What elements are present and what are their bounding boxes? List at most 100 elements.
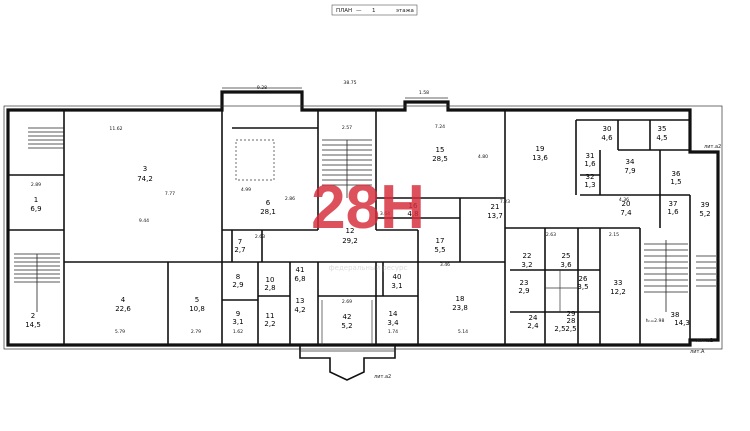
- dim-room4-width: 5.79: [115, 329, 125, 335]
- room-30-number: 30: [603, 125, 612, 133]
- building-label-4: лит.А: [690, 349, 705, 355]
- room-12-number: 12: [346, 227, 355, 235]
- outer-walls: [3, 87, 723, 350]
- stair-far-right: [696, 255, 716, 287]
- room-32-area: 1,3: [584, 181, 595, 189]
- building-labels: лит.а2 лит.а2 лит.а2 лит.А: [374, 144, 721, 380]
- room-8-area: 2,9: [232, 281, 243, 289]
- room-1-area: 6,9: [30, 205, 41, 213]
- room-17-number: 17: [436, 237, 445, 245]
- room-21-number: 21: [491, 203, 500, 211]
- room-14-area: 3,4: [387, 319, 399, 327]
- room-38-area: 14,3: [674, 319, 690, 327]
- watermark-subtitle: федеральный ресурс: [329, 264, 408, 272]
- room-42-number: 42: [343, 313, 352, 321]
- room-21-area: 13,7: [487, 212, 503, 220]
- dim-top-a: 9.28: [257, 85, 267, 91]
- room-5-area: 10,8: [189, 305, 205, 313]
- plan-header-label: ПЛАН: [336, 8, 352, 14]
- room-10-area: 2,8: [264, 284, 275, 292]
- room-15-number: 15: [436, 146, 445, 154]
- room-26-area: 3,5: [577, 283, 588, 291]
- room-20-number: 20: [622, 200, 631, 208]
- building-label-1: лит.а2: [704, 144, 721, 150]
- room-6-number: 6: [266, 199, 271, 207]
- dim-room33-width: 2.15: [609, 232, 619, 238]
- plan-header-suffix: этажа: [396, 8, 414, 14]
- room-31-area: 1,6: [584, 160, 596, 168]
- room-41-number: 41: [296, 266, 305, 274]
- room-15-area: 28,5: [432, 155, 448, 163]
- room-9-area: 3,1: [232, 318, 243, 326]
- room-40-number: 40: [393, 273, 402, 281]
- room-41-area: 6,8: [294, 275, 305, 283]
- dim-room5-width: 2.79: [191, 329, 201, 335]
- dim-room17-corr: 3.46: [440, 262, 450, 268]
- dim-stair-width: 2.57: [342, 125, 352, 131]
- room-13-area: 4,2: [294, 306, 305, 314]
- stair-center: [322, 139, 372, 198]
- room-24-number: 24: [529, 314, 538, 322]
- room-17-area: 5,5: [434, 246, 445, 254]
- room-16-area: 4,8: [407, 210, 418, 218]
- stair-left-top: [28, 127, 64, 149]
- entrance-porch: [299, 300, 396, 381]
- room-26-number: 26: [579, 275, 588, 283]
- room-36-number: 36: [672, 170, 681, 178]
- room-33-area: 12,2: [610, 288, 626, 296]
- room-28-number: 28: [567, 317, 576, 325]
- plan-header-box: [331, 4, 418, 16]
- room-32-number: 32: [586, 173, 595, 181]
- dim-room42-width: 2.69: [342, 299, 352, 305]
- dimension-labels: 38.75 9.28 1.58 11.62 7.77 2.89 5.79 2.7…: [31, 80, 665, 335]
- room-2-area: 14,5: [25, 321, 41, 329]
- stairs: [14, 127, 716, 312]
- room-36-area: 1,5: [670, 178, 681, 186]
- room-14-number: 14: [389, 310, 398, 318]
- room-7-area: 2,7: [234, 246, 245, 254]
- room-30-area: 4,6: [601, 134, 613, 142]
- room-38-number: 38: [671, 311, 680, 319]
- interior-walls: [8, 110, 691, 345]
- room-34-area: 7,9: [624, 167, 635, 175]
- dim-room16-width: 3.64: [380, 211, 390, 217]
- room-24-area: 2,4: [527, 322, 539, 330]
- plan-header-number: 1: [372, 8, 376, 14]
- dim-elevation: hₙ=2.98: [646, 318, 665, 324]
- room-19-area: 13,6: [532, 154, 548, 162]
- stair-left-bottom: [14, 253, 60, 312]
- watermark-logo: 28Н федеральный ресурс: [311, 173, 425, 272]
- plan-header-dash: —: [356, 8, 362, 14]
- room-34-number: 34: [626, 158, 635, 166]
- room-3-number: 3: [143, 165, 147, 173]
- dim-room15-width: 7.24: [435, 124, 445, 130]
- room-3-area: 74,2: [137, 175, 153, 183]
- room-16-number: 16: [409, 202, 418, 210]
- room-11-number: 11: [266, 312, 275, 320]
- dim-room18-width: 5.14: [458, 329, 468, 335]
- room-12-area: 29,2: [342, 237, 358, 245]
- room-18-area: 23,8: [452, 304, 468, 312]
- room-39-number: 39: [701, 201, 710, 209]
- room-13-number: 13: [296, 297, 305, 305]
- room-29-number: 29: [567, 310, 576, 318]
- dim-top-b: 1.58: [419, 90, 429, 96]
- room-labels: 1 6,9 2 14,5 3 74,2 4 22,6 5 10,8 6 28,1…: [25, 125, 710, 333]
- stair-right: [644, 240, 688, 312]
- room-40-area: 3,1: [391, 282, 402, 290]
- dim-corridor-a: 2.63: [255, 234, 265, 240]
- room-6-area: 28,1: [260, 208, 276, 216]
- dim-room6-inner: 2.86: [285, 196, 295, 202]
- room-31-number: 31: [586, 152, 595, 160]
- room-2-number: 2: [31, 312, 35, 320]
- room-7-number: 7: [238, 238, 242, 246]
- dim-room3-inner: 9.44: [139, 218, 149, 224]
- dim-room21-width: 7.23: [500, 199, 510, 205]
- building-label-2: лит.а2: [696, 338, 713, 344]
- dim-room1-width: 2.89: [31, 182, 41, 188]
- dim-room3-depth: 7.77: [165, 191, 175, 197]
- room-19-number: 19: [536, 145, 545, 153]
- room-33-number: 33: [614, 279, 623, 287]
- room-10-number: 10: [266, 276, 275, 284]
